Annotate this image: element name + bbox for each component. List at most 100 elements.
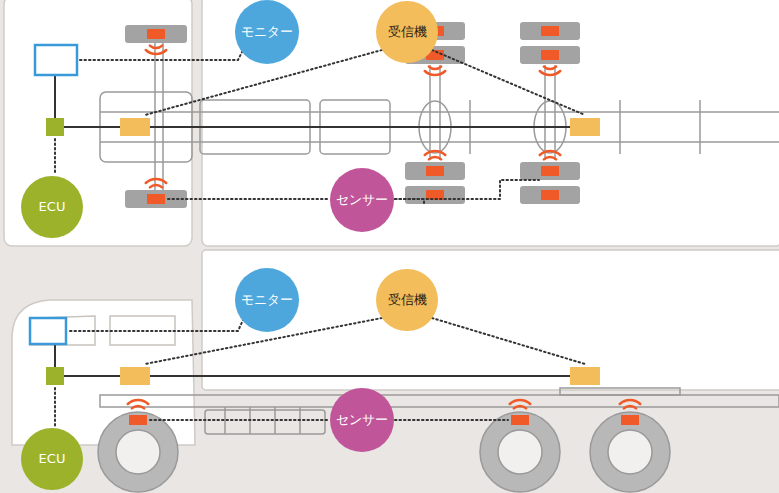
side-view-frame	[560, 388, 680, 395]
radio-wave	[510, 400, 530, 404]
side-view-frame	[224, 407, 226, 434]
side-view-frame	[100, 395, 779, 407]
top-view-body	[202, 0, 779, 246]
wheel	[498, 430, 542, 474]
radio-wave	[429, 157, 441, 159]
radio-wave	[146, 179, 166, 183]
top-view-frame	[439, 65, 441, 160]
radio-waves	[128, 46, 640, 409]
radio-wave	[620, 400, 640, 404]
tire	[405, 186, 465, 204]
tire-sensor	[426, 166, 444, 176]
wheel	[116, 430, 160, 474]
node-label: センサー	[336, 193, 388, 207]
tire-sensor	[621, 415, 639, 425]
radio-wave	[540, 71, 560, 75]
radio-wave	[624, 406, 636, 408]
top-view-frame	[429, 65, 431, 160]
tire-sensor	[541, 166, 559, 176]
node-label: モニター	[241, 293, 293, 307]
label-circle: センサー	[330, 168, 394, 232]
top-view-frame	[162, 43, 164, 190]
label-circle: ECU	[21, 176, 83, 238]
node-label: ECU	[39, 452, 66, 466]
wheel	[98, 412, 178, 492]
leader-line	[80, 50, 243, 60]
label-circle: モニター	[235, 0, 299, 64]
radio-wave	[540, 151, 560, 155]
wiring	[54, 344, 56, 367]
tire	[520, 46, 580, 64]
leader-line	[150, 419, 329, 421]
tire-sensor	[541, 50, 559, 60]
tire	[520, 162, 580, 180]
label-circle: 受信機	[376, 269, 438, 331]
radio-wave	[150, 185, 162, 187]
top-view-body	[4, 0, 192, 246]
leader-line	[432, 318, 585, 364]
top-view-frame	[100, 43, 779, 190]
ecu-unit	[46, 118, 64, 136]
receiver-unit	[570, 367, 600, 385]
receiver-unit	[570, 118, 600, 136]
top-view-body	[4, 0, 779, 246]
leader-line	[432, 50, 585, 115]
radio-wave	[425, 151, 445, 155]
side-view-frame	[205, 410, 325, 434]
leader-line	[395, 419, 508, 421]
leader-line	[168, 198, 329, 200]
wiring	[54, 75, 56, 118]
ecu-unit	[46, 367, 64, 385]
radio-wave	[150, 46, 162, 48]
receiver-unit	[120, 118, 150, 136]
top-view-frame	[154, 43, 156, 190]
node-label: センサー	[336, 413, 388, 427]
radio-wave	[146, 50, 166, 54]
tire-sensor	[541, 190, 559, 200]
tire-sensor	[147, 29, 165, 39]
node-label: 受信機	[388, 293, 427, 307]
receiver-unit	[120, 367, 150, 385]
tire	[405, 162, 465, 180]
tire	[520, 22, 580, 40]
leader-line	[395, 180, 539, 199]
side-view-frame	[100, 388, 779, 434]
top-view-frame	[619, 100, 621, 154]
leader-line	[54, 388, 56, 428]
monitor-unit	[35, 45, 77, 75]
label-circle: ECU	[21, 428, 83, 490]
radio-wave	[128, 400, 148, 404]
top-view-frame	[544, 65, 546, 160]
label-circle: モニター	[235, 268, 299, 332]
tire-sensor	[147, 194, 165, 204]
node-label: 受信機	[388, 25, 427, 39]
tire	[125, 25, 187, 43]
side-view-body	[202, 250, 779, 390]
monitor-unit	[30, 318, 66, 344]
radio-wave	[514, 406, 526, 408]
label-circle: センサー	[330, 388, 394, 452]
wheel	[480, 412, 560, 492]
radio-wave	[544, 157, 556, 159]
wheel	[98, 412, 670, 492]
radio-wave	[425, 71, 445, 75]
wheel	[590, 412, 670, 492]
radio-wave	[429, 67, 441, 69]
top-view-frame	[554, 65, 556, 160]
node-label: ECU	[39, 200, 66, 214]
tire	[520, 186, 580, 204]
side-view-body	[12, 300, 195, 445]
top-view-frame	[699, 100, 701, 154]
tire-sensor	[541, 26, 559, 36]
wheel	[608, 430, 652, 474]
leader-line	[55, 50, 585, 205]
tire-sensor	[129, 415, 147, 425]
tire-sensor	[511, 415, 529, 425]
leader-line	[55, 318, 585, 428]
radio-wave	[132, 406, 144, 408]
leader-line	[54, 139, 56, 174]
node-label: モニター	[241, 25, 293, 39]
label-circle: 受信機	[376, 1, 438, 63]
